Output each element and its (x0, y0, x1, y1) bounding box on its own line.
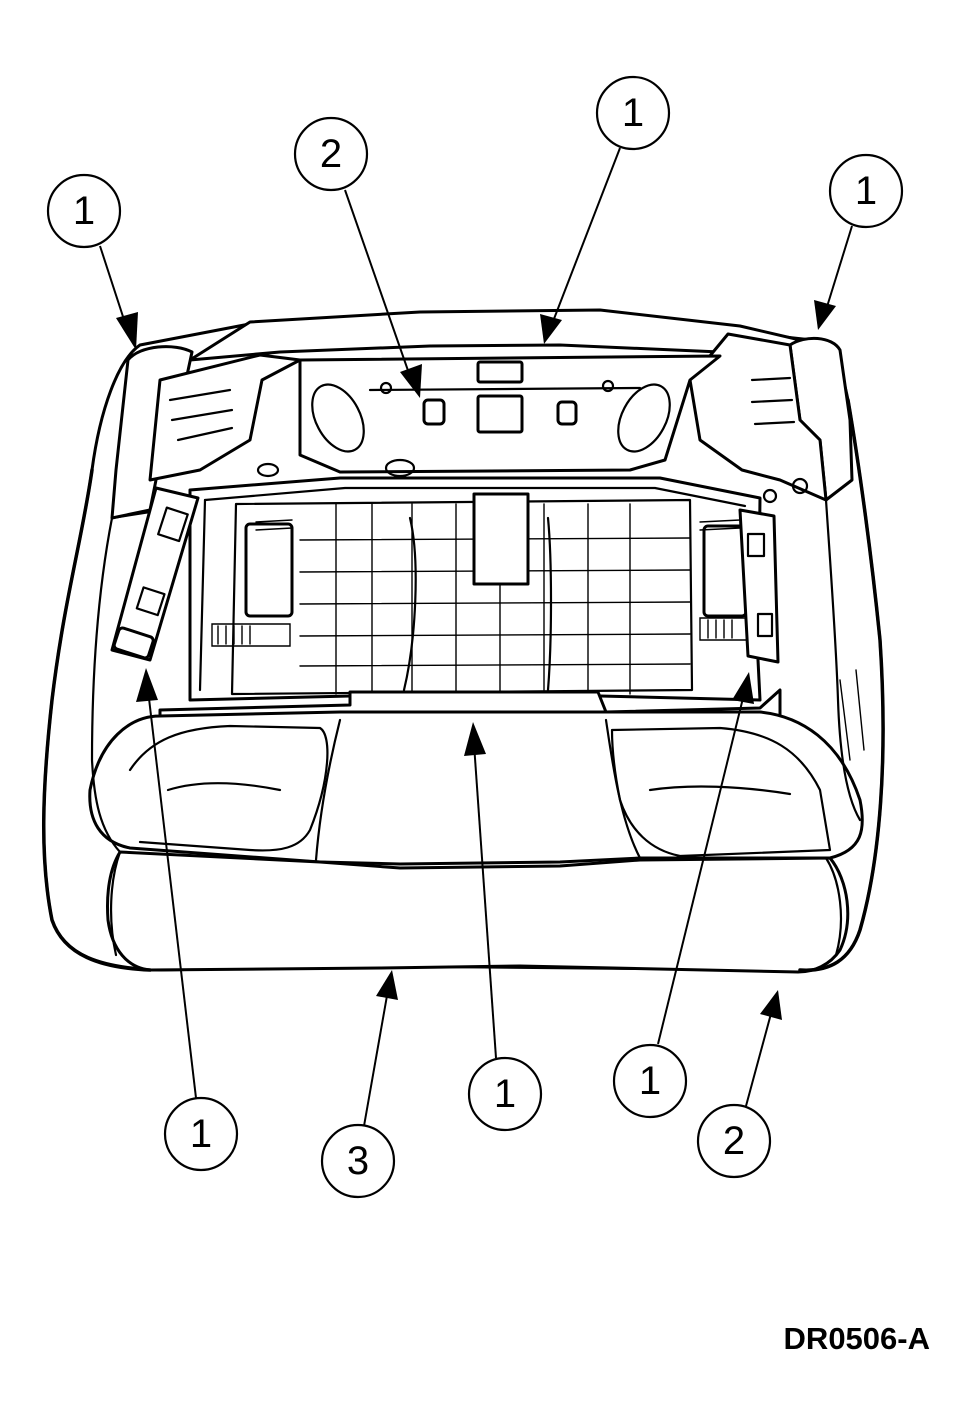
callouts: 1 2 1 1 1 (46, 75, 904, 1199)
rear-hole-left (311, 383, 365, 453)
callout-label: 1 (494, 1072, 516, 1116)
callout-label: 1 (190, 1112, 212, 1156)
frame-opening (188, 476, 762, 702)
callout-1-top-right: 1 (814, 153, 904, 330)
callout-label: 1 (855, 169, 877, 213)
callout-2-top: 2 (293, 116, 422, 398)
callout-1-bottom-right: 1 (612, 672, 754, 1119)
rear-clip-4 (476, 360, 524, 384)
left-bracket (148, 353, 302, 482)
right-bracket (688, 332, 828, 502)
rear-clip-3 (556, 400, 578, 426)
spring-grid (211, 492, 761, 696)
callout-label: 2 (320, 132, 342, 176)
callout-2-bottom-right: 2 (696, 990, 782, 1179)
right-latch-panel (738, 508, 780, 664)
callout-label: 2 (723, 1119, 745, 1163)
callout-1-top-center: 1 (540, 75, 671, 344)
callout-3-bottom: 3 (320, 970, 398, 1199)
callout-1-top-left: 1 (46, 173, 138, 350)
callout-label: 1 (639, 1059, 661, 1103)
front-cushion (88, 710, 864, 866)
callout-1-bottom-center: 1 (464, 722, 543, 1132)
front-panel (106, 850, 850, 974)
rear-hole-right (617, 383, 671, 453)
right-side-bolster (798, 398, 885, 972)
callout-label: 3 (347, 1139, 369, 1183)
left-side-bolster (41, 468, 152, 972)
figure-id-label: DR0506-A (783, 1321, 930, 1356)
callout-1-bottom-left: 1 (136, 668, 239, 1172)
callout-label: 1 (73, 189, 95, 233)
left-latch-panel (110, 486, 200, 662)
seat-cushion-illustration (41, 308, 885, 974)
rear-clip-1 (422, 398, 446, 426)
rear-clip-2 (476, 394, 524, 434)
left-pad-pocket (128, 724, 329, 852)
left-latch-tab (112, 626, 155, 660)
callout-label: 1 (622, 91, 644, 135)
